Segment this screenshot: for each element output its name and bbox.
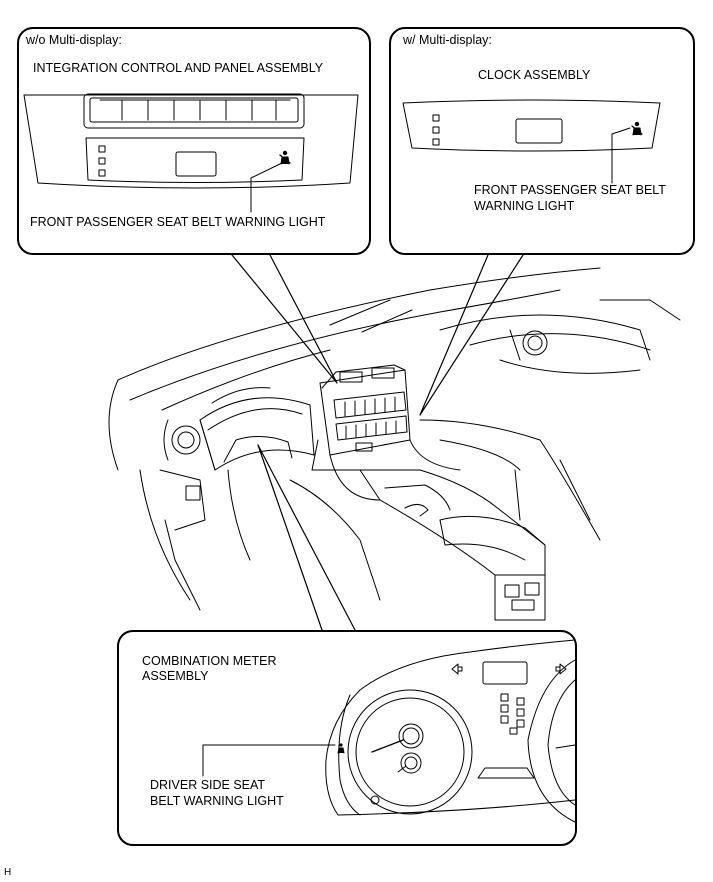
- combination-meter-label-line1: COMBINATION METER: [142, 654, 277, 668]
- integration-control-panel-drawing: [23, 93, 359, 189]
- leader-line-driver-light: [202, 744, 336, 777]
- seatbelt-icon: [279, 150, 291, 165]
- dashboard-interior-drawing: [108, 267, 681, 621]
- panel-with-multi-display: [389, 27, 695, 255]
- clock-assembly-drawing: [402, 99, 661, 152]
- driver-side-light-label-line1: DRIVER SIDE SEAT: [150, 778, 266, 792]
- panel-without-multi-display: [17, 27, 371, 255]
- clock-assembly-label: CLOCK ASSEMBLY: [478, 68, 591, 82]
- combination-meter-drawing: [325, 639, 576, 823]
- front-passenger-light-label-line2: WARNING LIGHT: [474, 199, 575, 213]
- front-passenger-light-label: FRONT PASSENGER SEAT BELT WARNING LIGHT: [30, 215, 326, 229]
- callout-pointer-1: [231, 254, 338, 384]
- header-with-multi-display: w/ Multi-display:: [403, 33, 492, 47]
- arrow-left-icon: [451, 663, 463, 675]
- leader-line-passenger-light-1: [250, 161, 285, 213]
- panel-combination-meter: [117, 630, 577, 846]
- front-passenger-light-label-line1: FRONT PASSENGER SEAT BELT: [474, 183, 666, 197]
- callout-pointer-2: [419, 254, 524, 416]
- arrow-right-icon: [555, 663, 567, 675]
- figure-code: H: [4, 867, 12, 878]
- combination-meter-label-line2: ASSEMBLY: [142, 669, 209, 683]
- integration-control-panel-label: INTEGRATION CONTROL AND PANEL ASSEMBLY: [33, 61, 324, 75]
- seatbelt-icon: [337, 743, 345, 754]
- callout-pointer-3: [257, 444, 356, 631]
- seatbelt-icon: [631, 121, 643, 136]
- header-without-multi-display: w/o Multi-display:: [26, 33, 122, 47]
- driver-side-light-label-line2: BELT WARNING LIGHT: [150, 794, 284, 808]
